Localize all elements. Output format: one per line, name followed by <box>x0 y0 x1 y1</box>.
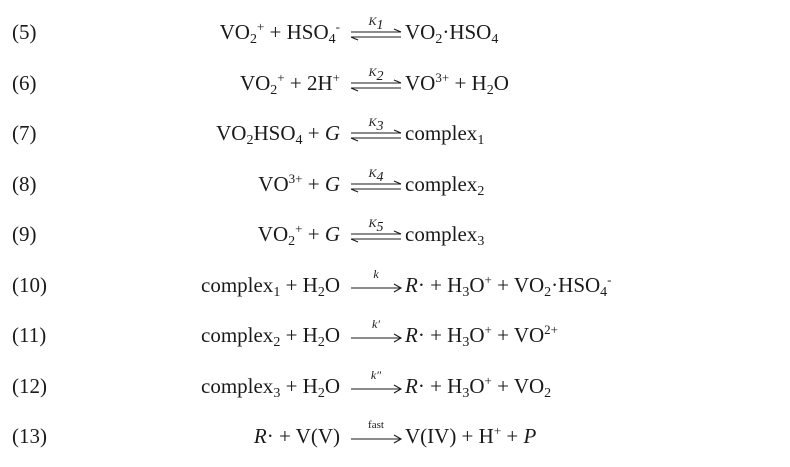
equilibrium-arrow-icon: K3 <box>350 115 402 145</box>
equilibrium-arrow-icon: K1 <box>350 14 402 44</box>
reaction-arrow-icon: k′ <box>350 317 403 347</box>
reaction-arrow-icon: k <box>350 266 403 297</box>
equation-number: (11) <box>12 323 47 347</box>
equation-reactants: R· + V(V) <box>253 424 340 448</box>
equation-number: (5) <box>12 20 37 44</box>
equation-number: (9) <box>12 222 37 246</box>
equation-products: complex2 <box>405 171 485 199</box>
equation-products: VO3+ + H2O <box>405 69 509 98</box>
equation-reactants: VO2HSO4 + G <box>216 121 340 148</box>
equation-products: V(IV) + H+ + P <box>405 423 537 448</box>
rate-constant-label: K3 <box>368 115 384 134</box>
reaction-arrow-icon: fast <box>350 418 403 448</box>
equation-row: (11) complex2 + H2O k′ R· + H3O+ + VO2+ <box>0 309 790 357</box>
rate-constant-label: K1 <box>368 14 384 33</box>
equation-reactants: VO2+ + HSO4- <box>219 19 340 47</box>
rate-constant-label: K4 <box>368 165 384 185</box>
equation-number: (13) <box>12 424 47 448</box>
rate-constant-label: K2 <box>368 64 384 84</box>
equation-products: complex1 <box>405 121 485 148</box>
rate-constant-label: k″ <box>370 367 382 382</box>
equation-number: (10) <box>12 272 47 297</box>
equation-products: R· + H3O+ + VO2+ <box>405 322 558 350</box>
rate-constant-label: K5 <box>368 216 384 235</box>
equation-number: (12) <box>12 373 47 398</box>
equation-row: (12) complex3 + H2O k″ R· + H3O+ + VO2 <box>0 360 790 408</box>
equation-products: complex3 <box>405 222 485 249</box>
equation-products: VO2·HSO4 <box>405 20 499 47</box>
equation-reactants: complex3 + H2O <box>201 373 340 401</box>
equation-row: (6) VO2+ + 2H+ K2 VO3+ + H2O <box>0 57 790 105</box>
rate-constant-label: k′ <box>372 317 380 331</box>
equation-reactants: complex2 + H2O <box>201 323 340 350</box>
equation-row: (8) VO3+ + G K4 complex2 <box>0 158 790 206</box>
equation-reactants: VO2+ + 2H+ <box>239 69 340 98</box>
equation-number: (7) <box>12 121 37 145</box>
equation-row: (13) R· + V(V) fast V(IV) + H+ + P <box>0 410 790 458</box>
rate-constant-label: fast <box>368 419 384 431</box>
equilibrium-arrow-icon: K2 <box>350 65 402 95</box>
equation-reactants: VO2+ + G <box>257 221 340 249</box>
equation-products: R· + H3O+ + VO2 <box>405 372 552 401</box>
equation-row: (5) VO2+ + HSO4- K1 VO2·HSO4 <box>0 6 790 54</box>
equation-row: (10) complex1 + H2O k R· + H3O+ + VO2·HSO4- <box>0 259 790 307</box>
equation-number: (6) <box>12 70 37 95</box>
equation-number: (8) <box>12 171 37 196</box>
equation-products: R· + H3O+ + VO2·HSO4- <box>405 271 612 300</box>
rate-constant-label: k <box>373 266 379 281</box>
equation-row: (7) VO2HSO4 + G K3 complex1 <box>0 107 790 155</box>
reaction-arrow-icon: k″ <box>350 367 403 398</box>
equilibrium-arrow-icon: K4 <box>350 166 402 196</box>
equation-reactants: VO3+ + G <box>258 170 340 196</box>
equation-reactants: complex1 + H2O <box>201 272 340 300</box>
equilibrium-arrow-icon: K5 <box>350 216 402 246</box>
equation-row: (9) VO2+ + G K5 complex3 <box>0 208 790 256</box>
